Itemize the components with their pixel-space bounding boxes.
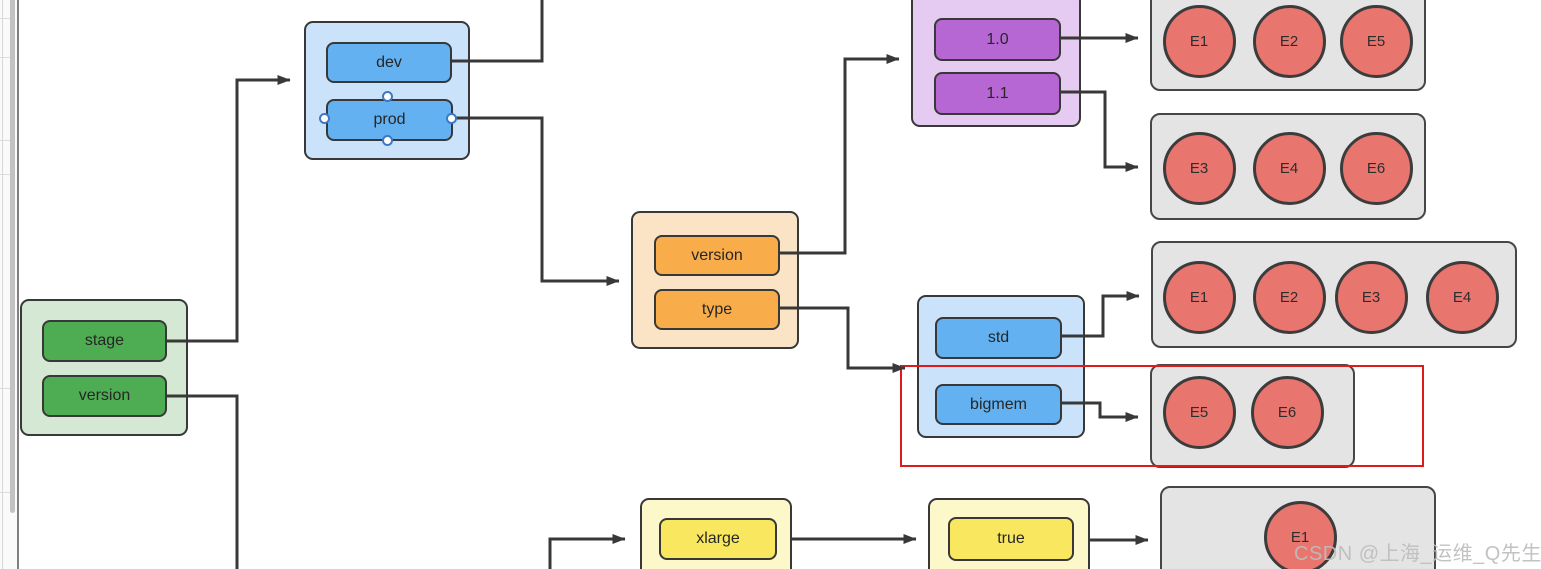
cluster-5[interactable]: E1	[1160, 486, 1436, 569]
circle-e2[interactable]: E2	[1252, 260, 1326, 334]
node-dev[interactable]: dev	[326, 42, 452, 83]
connector-to-xlarge[interactable]	[548, 534, 626, 569]
circle-e2[interactable]: E2	[1252, 4, 1326, 78]
group-true[interactable]: true	[928, 498, 1090, 569]
prod-handle-bottom[interactable]	[381, 134, 393, 146]
cluster-4[interactable]: E5 E6	[1150, 364, 1355, 468]
prod-handle-top[interactable]	[381, 90, 393, 102]
prod-handle-left[interactable]	[318, 112, 330, 124]
group-version-type[interactable]: version type	[631, 211, 799, 349]
node-v11[interactable]: 1.1	[934, 72, 1061, 115]
scrollbar-thumb[interactable]	[10, 0, 15, 513]
node-version-orange[interactable]: version	[654, 235, 780, 276]
node-std[interactable]: std	[935, 317, 1062, 359]
canvas-left-border	[17, 0, 19, 569]
node-v10[interactable]: 1.0	[934, 18, 1061, 61]
panel-separator	[0, 174, 10, 175]
connector-prod-to-versiontype[interactable]	[451, 116, 620, 286]
watermark-text: CSDN @上海_运维_Q先生	[1294, 543, 1541, 565]
circle-e5[interactable]: E5	[1162, 375, 1236, 449]
circle-e4[interactable]: E4	[1252, 131, 1326, 205]
cluster-1[interactable]: E1 E2 E5	[1150, 0, 1426, 91]
connector-type-to-stdbigmem[interactable]	[778, 306, 906, 373]
panel-edge-line	[2, 0, 3, 569]
group-stage-version[interactable]: stage version	[20, 299, 188, 436]
circle-e6[interactable]: E6	[1250, 375, 1324, 449]
node-version[interactable]: version	[42, 375, 167, 417]
cluster-3[interactable]: E1 E2 E3 E4	[1151, 241, 1517, 348]
connector-v11-to-cluster2[interactable]	[1059, 90, 1139, 172]
group-versions[interactable]: 1.0 1.1	[911, 0, 1081, 127]
panel-separator	[0, 57, 10, 58]
circle-e6[interactable]: E6	[1339, 131, 1413, 205]
circle-e1[interactable]: E1	[1162, 4, 1236, 78]
prod-handle-right[interactable]	[445, 112, 457, 124]
panel-separator	[0, 492, 10, 493]
node-xlarge[interactable]: xlarge	[659, 518, 777, 560]
cluster-2[interactable]: E3 E4 E6	[1150, 113, 1426, 220]
circle-e5[interactable]: E5	[1339, 4, 1413, 78]
node-true[interactable]: true	[948, 517, 1074, 561]
connector-std-to-cluster3[interactable]	[1060, 291, 1140, 338]
left-panel-edge	[0, 0, 17, 569]
circle-e4[interactable]: E4	[1425, 260, 1499, 334]
panel-separator	[0, 388, 10, 389]
circle-e3[interactable]: E3	[1162, 131, 1236, 205]
panel-separator	[0, 18, 10, 19]
red-highlight-rectangle	[900, 365, 1424, 467]
circle-e3[interactable]: E3	[1334, 260, 1408, 334]
connector-stage-to-devprod[interactable]	[166, 75, 291, 343]
circle-e1[interactable]: E1	[1263, 500, 1337, 569]
panel-separator	[0, 140, 10, 141]
connector-dev-up[interactable]	[451, 0, 544, 63]
connector-version-to-versions[interactable]	[778, 54, 900, 255]
node-stage[interactable]: stage	[42, 320, 167, 362]
connector-version-down[interactable]	[166, 394, 239, 569]
node-type[interactable]: type	[654, 289, 780, 330]
connector-bigmem-to-cluster4[interactable]	[1060, 401, 1139, 422]
group-xlarge[interactable]: xlarge	[640, 498, 792, 569]
circle-e1[interactable]: E1	[1162, 260, 1236, 334]
